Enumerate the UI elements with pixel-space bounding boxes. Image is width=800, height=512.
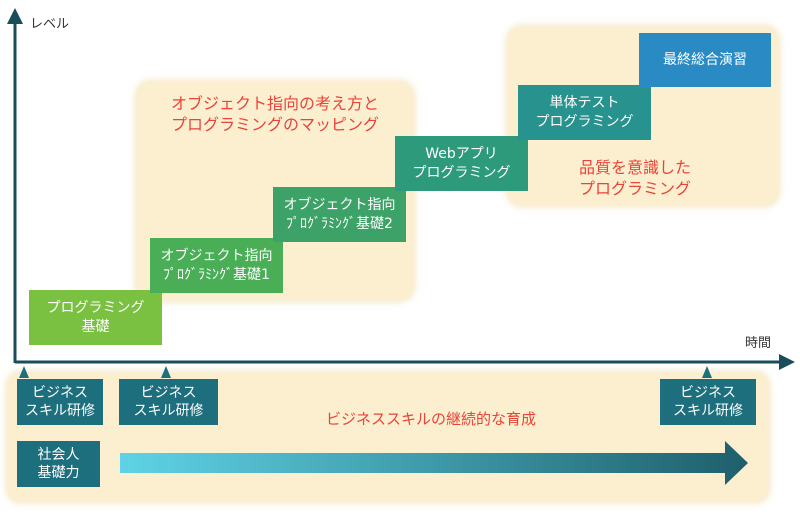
step-web-app-programming-line2: プログラミング <box>412 164 511 181</box>
oop-mapping-caption: オブジェクト指向の考え方と プログラミングのマッピング <box>150 94 400 136</box>
tick-marker-1 <box>19 366 29 378</box>
social-foundation-badge-line2: 基礎力 <box>37 465 80 481</box>
step-oop-basics-1: オブジェクト指向 ﾌﾟﾛｸﾞﾗﾐﾝｸﾞ基礎1 <box>150 238 283 293</box>
oop-mapping-caption-line1: オブジェクト指向の考え方と <box>170 94 379 113</box>
step-oop-basics-1-line1: オブジェクト指向 <box>160 247 273 264</box>
business-skill-badge-1-line1: ビジネス <box>32 384 88 401</box>
tick-marker-2 <box>161 366 171 378</box>
x-axis-arrowhead <box>779 354 795 370</box>
business-skill-badge-1: ビジネス スキル研修 <box>17 379 103 425</box>
business-skill-badge-2-line2: スキル研修 <box>133 403 204 419</box>
step-web-app-programming: Webアプリ プログラミング <box>395 136 528 191</box>
social-foundation-badge-line1: 社会人 <box>37 446 80 463</box>
step-oop-basics-2-line2: ﾌﾟﾛｸﾞﾗﾐﾝｸﾞ基礎2 <box>286 215 393 232</box>
step-final-exercise-line1: 最終総合演習 <box>663 51 747 68</box>
step-unit-test-programming: 単体テスト プログラミング <box>518 85 651 140</box>
step-programming-basics-line2: 基礎 <box>81 318 110 335</box>
y-axis-label: レベル <box>30 17 70 32</box>
quality-caption-line2: プログラミング <box>578 178 691 198</box>
business-skill-badge-1-line2: スキル研修 <box>25 403 95 419</box>
quality-caption: 品質を意識した プログラミング <box>560 158 710 200</box>
tick-marker-3 <box>702 366 712 378</box>
business-skill-badge-2: ビジネス スキル研修 <box>119 379 218 425</box>
growth-arrow <box>120 441 748 485</box>
business-skill-badge-3: ビジネス スキル研修 <box>660 379 756 425</box>
business-skill-badge-2-line1: ビジネス <box>140 384 197 401</box>
continuous-development-caption: ビジネススキルの継続的な育成 <box>326 410 537 428</box>
step-web-app-programming-line1: Webアプリ <box>425 145 498 162</box>
step-final-exercise: 最終総合演習 <box>639 33 771 87</box>
step-oop-basics-2: オブジェクト指向 ﾌﾟﾛｸﾞﾗﾐﾝｸﾞ基礎2 <box>273 187 406 242</box>
step-oop-basics-1-line2: ﾌﾟﾛｸﾞﾗﾐﾝｸﾞ基礎1 <box>163 266 270 283</box>
step-oop-basics-2-line1: オブジェクト指向 <box>283 196 396 213</box>
quality-caption-line1: 品質を意識した <box>578 158 691 177</box>
social-foundation-badge: 社会人 基礎力 <box>17 441 100 487</box>
oop-mapping-caption-line2: プログラミングのマッピング <box>170 114 379 134</box>
growth-arrow-shape <box>120 441 748 485</box>
step-programming-basics: プログラミング 基礎 <box>29 290 162 345</box>
x-axis-label: 時間 <box>745 336 772 351</box>
y-axis-arrowhead <box>7 8 23 24</box>
business-skill-badge-3-line2: スキル研修 <box>673 403 743 419</box>
step-unit-test-programming-line1: 単体テスト <box>549 94 620 111</box>
step-unit-test-programming-line2: プログラミング <box>535 113 634 130</box>
business-skill-badge-3-line1: ビジネス <box>680 384 736 401</box>
step-programming-basics-line1: プログラミング <box>46 299 145 316</box>
